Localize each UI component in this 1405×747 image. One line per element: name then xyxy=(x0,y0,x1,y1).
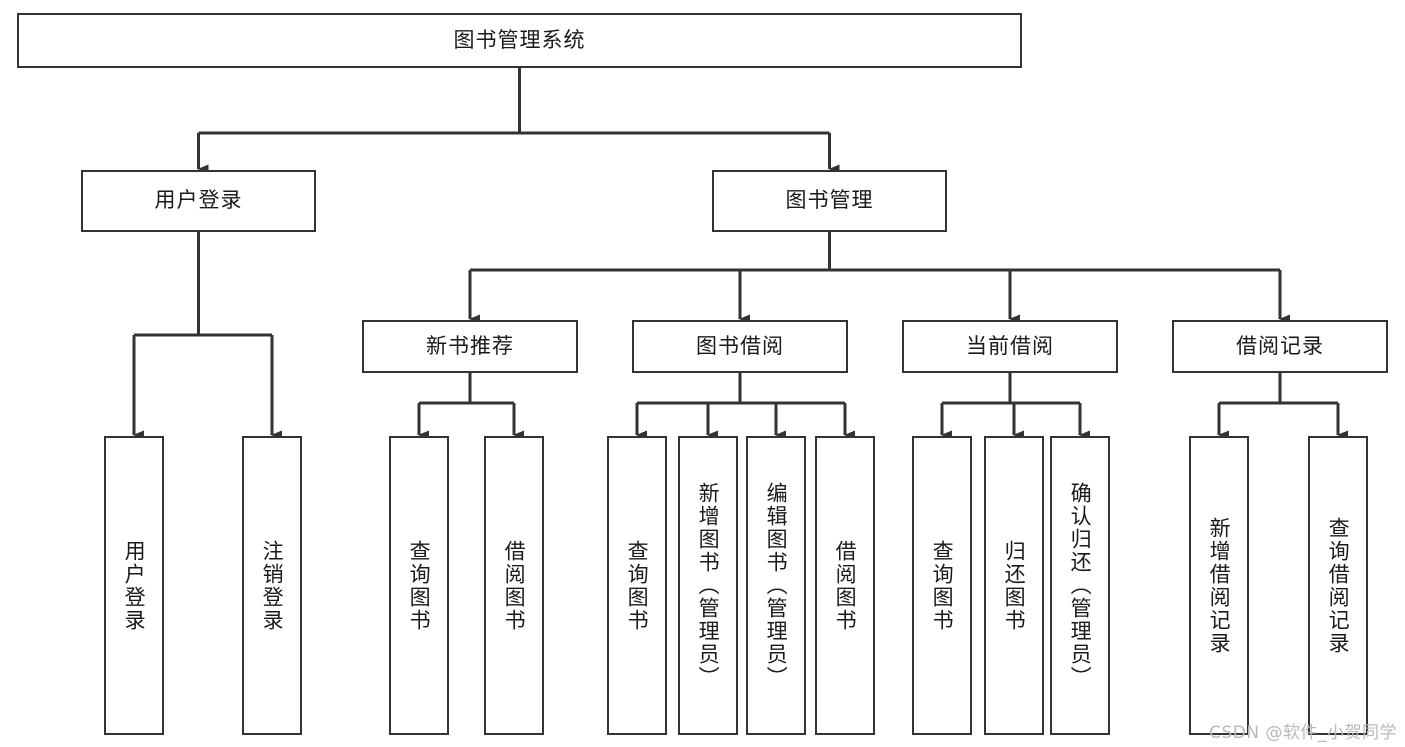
node-label: 编辑图书（管理员） xyxy=(764,482,789,689)
node-label: 借阅图书 xyxy=(833,539,858,632)
node-label: 查询图书 xyxy=(930,539,955,632)
node-label: 确认归还（管理员） xyxy=(1068,482,1093,689)
node-user-login[interactable]: 用户登录 xyxy=(81,170,316,232)
node-label: 新增借阅记录 xyxy=(1207,516,1232,655)
node-leaf-query-book-1[interactable]: 查询图书 xyxy=(389,436,449,735)
node-label: 借阅图书 xyxy=(502,539,527,632)
node-leaf-borrow-book-2[interactable]: 借阅图书 xyxy=(815,436,875,735)
node-borrow-record[interactable]: 借阅记录 xyxy=(1172,320,1388,373)
node-leaf-query-record[interactable]: 查询借阅记录 xyxy=(1308,436,1368,735)
node-label: 借阅记录 xyxy=(1236,333,1324,358)
node-leaf-user-logout[interactable]: 注销登录 xyxy=(242,436,302,735)
node-leaf-add-record[interactable]: 新增借阅记录 xyxy=(1189,436,1249,735)
node-label: 查询借阅记录 xyxy=(1326,516,1351,655)
node-label: 新增图书（管理员） xyxy=(696,482,721,689)
node-leaf-borrow-book-1[interactable]: 借阅图书 xyxy=(484,436,544,735)
node-leaf-confirm-return[interactable]: 确认归还（管理员） xyxy=(1050,436,1110,735)
node-book-borrow[interactable]: 图书借阅 xyxy=(632,320,848,373)
node-label: 查询图书 xyxy=(407,539,432,632)
node-label: 图书管理 xyxy=(785,188,874,213)
node-new-book-rec[interactable]: 新书推荐 xyxy=(362,320,578,373)
node-leaf-user-login[interactable]: 用户登录 xyxy=(104,436,164,735)
node-label: 注销登录 xyxy=(260,539,285,632)
node-label: 归还图书 xyxy=(1002,539,1027,632)
node-leaf-return-book[interactable]: 归还图书 xyxy=(984,436,1044,735)
node-label: 用户登录 xyxy=(154,188,243,213)
node-book-manage[interactable]: 图书管理 xyxy=(712,170,947,232)
node-leaf-add-book[interactable]: 新增图书（管理员） xyxy=(678,436,738,735)
node-label: 新书推荐 xyxy=(426,333,514,358)
node-root[interactable]: 图书管理系统 xyxy=(17,13,1022,68)
node-label: 当前借阅 xyxy=(966,333,1054,358)
node-leaf-query-book-3[interactable]: 查询图书 xyxy=(912,436,972,735)
node-label: 用户登录 xyxy=(122,539,147,632)
node-label: 图书管理系统 xyxy=(453,27,586,52)
node-current-borrow[interactable]: 当前借阅 xyxy=(902,320,1118,373)
node-leaf-query-book-2[interactable]: 查询图书 xyxy=(607,436,667,735)
node-label: 查询图书 xyxy=(625,539,650,632)
node-leaf-edit-book[interactable]: 编辑图书（管理员） xyxy=(746,436,806,735)
node-label: 图书借阅 xyxy=(696,333,784,358)
